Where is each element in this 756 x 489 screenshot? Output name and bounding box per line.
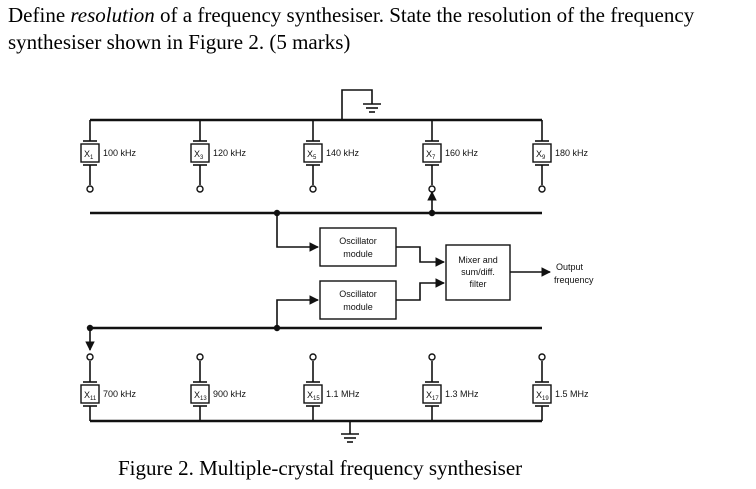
switch-contact <box>196 353 204 361</box>
crystal-frequency-label: 140 kHz <box>326 148 360 158</box>
mixer-line1: Mixer and <box>458 255 498 265</box>
wire-osc-bottom-to-mixer <box>396 278 445 301</box>
wire-to-oscillator-top <box>276 213 319 252</box>
oscillator-bottom-line1: Oscillator <box>339 289 377 299</box>
crystal-frequency-label: 120 kHz <box>213 148 247 158</box>
oscillator-top-line1: Oscillator <box>339 236 377 246</box>
oscillator-top-line2: module <box>343 249 373 259</box>
crystal-frequency-label: 160 kHz <box>445 148 479 158</box>
crystal-body <box>532 143 552 163</box>
question-part1: Define <box>8 3 71 27</box>
crystal-subscript: 3 <box>200 155 204 161</box>
crystal-body <box>532 384 552 404</box>
crystal-body <box>80 384 100 404</box>
crystal-body <box>303 384 323 404</box>
crystal-subscript: 5 <box>313 155 317 161</box>
crystal-id: X1 <box>84 149 94 161</box>
figure-caption: Figure 2. Multiple-crystal frequency syn… <box>118 456 523 480</box>
crystal-frequency-label: 1.3 MHz <box>445 389 479 399</box>
question-text: Define resolution of a frequency synthes… <box>8 2 753 56</box>
crystal-subscript: 15 <box>313 396 320 402</box>
crystal-body <box>303 143 323 163</box>
crystal-frequency-label: 180 kHz <box>555 148 589 158</box>
switch-contact <box>428 353 436 361</box>
crystal-frequency-label: 1.5 MHz <box>555 389 589 399</box>
crystal-subscript: 7 <box>432 155 436 161</box>
crystal-subscript: 9 <box>542 155 546 161</box>
mixer-line2: sum/diff. <box>461 267 495 277</box>
crystal-frequency-label: 700 kHz <box>103 389 137 399</box>
crystal-subscript: 11 <box>90 396 97 402</box>
crystal-id: X3 <box>194 149 204 161</box>
crystal-subscript: 1 <box>90 155 94 161</box>
wire-osc-top-to-mixer <box>396 246 445 267</box>
crystal-body <box>190 384 210 404</box>
crystal-frequency-label: 100 kHz <box>103 148 137 158</box>
crystal-subscript: 17 <box>432 396 439 402</box>
ground-symbol-top <box>341 89 381 120</box>
top-crystal-row: X1 100 kHz X3 120 kHz X5 140 kHz X7 160 kHz X9 18… <box>80 120 589 193</box>
question-part2: of a frequency synthesiser. State the re… <box>154 3 695 27</box>
crystal-body <box>190 143 210 163</box>
mixer-line3: filter <box>469 279 486 289</box>
crystal-body <box>422 384 442 404</box>
crystal-id: X5 <box>307 149 317 161</box>
question-line2: synthesiser shown in Figure 2. (5 marks) <box>8 30 351 54</box>
switch-contact <box>309 185 317 193</box>
wire-to-oscillator-bottom <box>276 295 319 328</box>
crystal-frequency-label: 900 kHz <box>213 389 247 399</box>
ground-symbol-bottom <box>341 421 359 443</box>
switch-contact <box>86 353 94 361</box>
output-label-line1: Output <box>556 262 584 272</box>
output-label-line2: frequency <box>554 275 594 285</box>
oscillator-bottom-line2: module <box>343 302 373 312</box>
switch-contact <box>428 185 436 193</box>
switch-contact <box>196 185 204 193</box>
oscillator-module-top <box>319 227 397 267</box>
switch-contact <box>538 353 546 361</box>
oscillator-module-bottom <box>319 280 397 320</box>
crystal-id: X9 <box>536 149 546 161</box>
switch-contact <box>538 185 546 193</box>
switch-contact <box>86 185 94 193</box>
crystal-body <box>422 143 442 163</box>
crystal-subscript: 13 <box>200 396 207 402</box>
crystal-frequency-label: 1.1 MHz <box>326 389 360 399</box>
crystal-subscript: 19 <box>542 396 549 402</box>
crystal-body <box>80 143 100 163</box>
crystal-id: X7 <box>426 149 436 161</box>
switch-contact <box>309 353 317 361</box>
question-term-resolution: resolution <box>70 3 155 27</box>
